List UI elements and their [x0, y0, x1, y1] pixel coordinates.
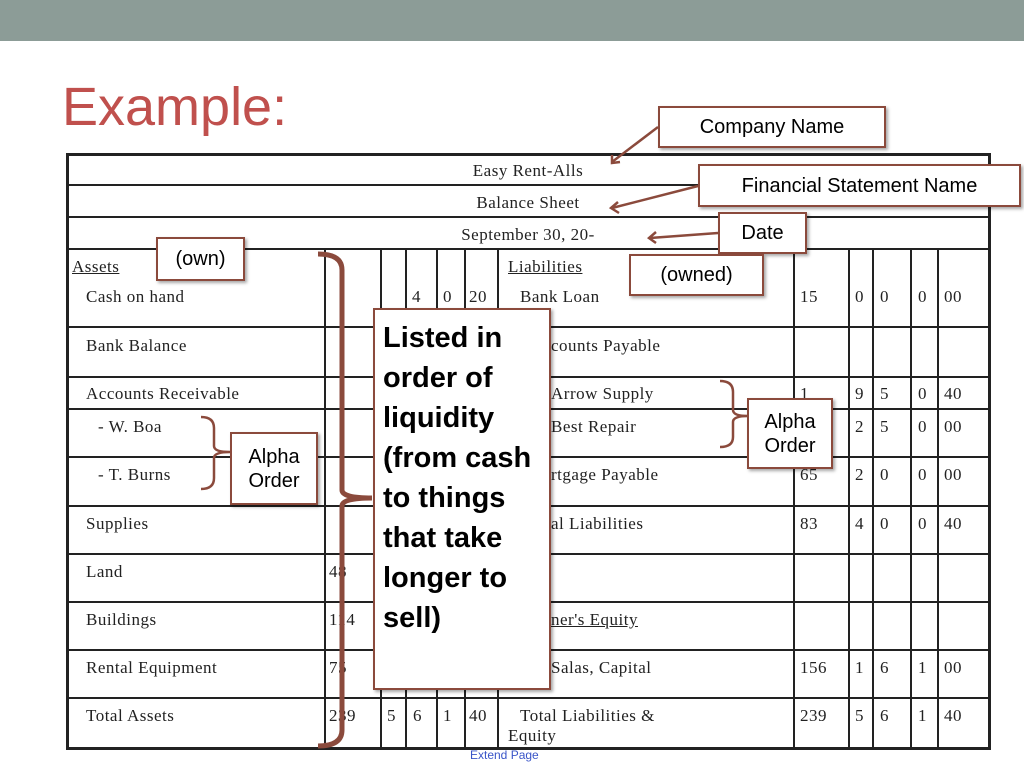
column-divider	[937, 248, 939, 748]
liability-label: Total Liabilities &	[520, 706, 655, 725]
statement-name-callout: Financial Statement Name	[698, 164, 1021, 207]
amount-cell: 1	[918, 706, 927, 725]
amount-cell: 0	[918, 514, 927, 533]
amount-cell: 5	[387, 706, 396, 725]
amount-cell: 40	[469, 706, 487, 725]
statement-name: Balance Sheet	[476, 193, 580, 212]
amount-cell: 5	[855, 706, 864, 725]
amount-cell: 48	[329, 562, 347, 581]
liabilities-header: Liabilities	[508, 257, 583, 276]
statement-date: September 30, 20-	[461, 225, 595, 244]
slide-title: Example:	[62, 77, 288, 137]
amount-cell: 0	[880, 465, 889, 484]
amount-cell: 2	[855, 417, 864, 436]
amount-cell: 65	[800, 465, 818, 484]
amount-cell: 239	[329, 706, 356, 725]
liability-label: counts Payable	[551, 336, 661, 355]
amount-cell: 40	[944, 514, 962, 533]
asset-label: Cash on hand	[86, 287, 185, 306]
faint-footer-text: Extend Page	[470, 748, 539, 762]
amount-cell: 00	[944, 465, 962, 484]
column-divider	[910, 248, 912, 748]
amount-cell: 00	[944, 287, 962, 306]
liability-label: Arrow Supply	[551, 384, 654, 403]
amount-cell: 00	[944, 417, 962, 436]
asset-label: - W. Boa	[98, 417, 162, 436]
amount-cell: 0	[443, 287, 452, 306]
sheet-right-border	[988, 153, 991, 750]
sheet-top-border	[66, 153, 990, 156]
amount-cell: 156	[800, 658, 827, 677]
owned-callout: (owned)	[629, 254, 764, 296]
asset-label: Land	[86, 562, 123, 581]
row-divider	[66, 216, 990, 218]
assets-header: Assets	[72, 257, 120, 276]
amount-cell: 4	[855, 514, 864, 533]
amount-cell: 1	[443, 706, 452, 725]
amount-cell: 0	[918, 465, 927, 484]
column-divider	[848, 248, 850, 748]
owners-equity-header: ner's Equity	[551, 610, 638, 629]
amount-cell: 9	[855, 384, 864, 403]
asset-label: Accounts Receivable	[86, 384, 240, 403]
amount-cell: 5	[880, 417, 889, 436]
sheet-left-border	[66, 153, 69, 750]
amount-cell: 40	[944, 384, 962, 403]
row-divider	[66, 697, 990, 699]
asset-label: Total Assets	[86, 706, 175, 725]
amount-cell: 5	[880, 384, 889, 403]
amount-cell: 0	[880, 287, 889, 306]
row-divider	[66, 248, 990, 250]
company-name: Easy Rent-Alls	[472, 161, 584, 180]
amount-cell: 75	[329, 658, 347, 677]
sheet-bottom-border	[66, 747, 990, 750]
amount-cell: 6	[413, 706, 422, 725]
amount-cell: 6	[880, 706, 889, 725]
column-divider	[324, 248, 326, 748]
amount-cell: 83	[800, 514, 818, 533]
date-callout: Date	[718, 212, 807, 254]
asset-label: Supplies	[86, 514, 149, 533]
amount-cell: 15	[800, 287, 818, 306]
amount-cell: 0	[918, 417, 927, 436]
amount-cell: 2	[855, 465, 864, 484]
column-divider	[793, 248, 795, 748]
liability-label: al Liabilities	[551, 514, 644, 533]
company-name-callout: Company Name	[658, 106, 886, 148]
column-divider	[872, 248, 874, 748]
row-divider	[66, 184, 990, 186]
amount-cell: 40	[944, 706, 962, 725]
asset-label: Buildings	[86, 610, 157, 629]
amount-cell: 0	[855, 287, 864, 306]
amount-cell: 4	[412, 287, 421, 306]
asset-label: Bank Balance	[86, 336, 187, 355]
alpha-order-right-callout: Alpha Order	[747, 398, 833, 469]
liability-label: rtgage Payable	[551, 465, 659, 484]
liability-label: Best Repair	[551, 417, 637, 436]
amount-cell: 0	[918, 287, 927, 306]
amount-cell: 20	[469, 287, 487, 306]
top-bar	[0, 0, 1024, 41]
amount-cell: 6	[880, 658, 889, 677]
own-callout: (own)	[156, 237, 245, 281]
liability-label: Salas, Capital	[551, 658, 652, 677]
alpha-order-left-callout: Alpha Order	[230, 432, 318, 505]
liability-label: Equity	[508, 726, 557, 745]
amount-cell: 239	[800, 706, 827, 725]
amount-cell: 00	[944, 658, 962, 677]
amount-cell: 0	[918, 384, 927, 403]
amount-cell: 1	[800, 384, 809, 403]
amount-cell: 1	[918, 658, 927, 677]
asset-label: Rental Equipment	[86, 658, 218, 677]
asset-label: - T. Burns	[98, 465, 171, 484]
liquidity-callout: Listed in order of liquidity (from cash …	[373, 308, 551, 690]
amount-cell: 1	[855, 658, 864, 677]
amount-cell: 0	[880, 514, 889, 533]
liability-label: Bank Loan	[520, 287, 600, 306]
amount-cell: 114	[329, 610, 356, 629]
